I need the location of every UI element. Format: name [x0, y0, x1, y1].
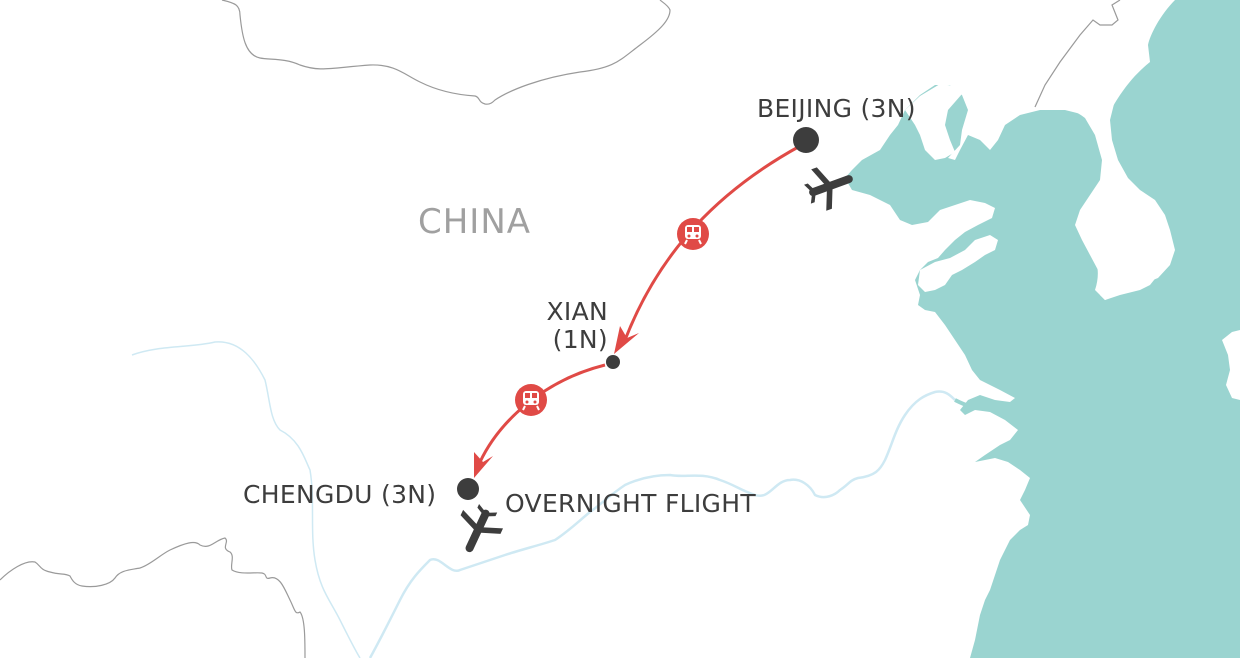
country-borders [0, 0, 1121, 658]
korea-land [905, 30, 1240, 400]
route-xian-chengdu [474, 363, 606, 478]
route-beijing-xian [614, 144, 801, 354]
stop-label-xian-nights: (1N) [552, 325, 608, 354]
beijing-marker[interactable] [793, 127, 819, 153]
train-icon [677, 218, 709, 250]
train-icon [515, 384, 547, 416]
airplane-icon [804, 167, 853, 211]
stop-label-xian-name: XIAN [546, 297, 608, 326]
shandong-land [918, 235, 998, 292]
country-label-china: CHINA [418, 202, 532, 242]
airplane-icon [460, 504, 504, 553]
stop-label-xian[interactable]: XIAN (1N) [536, 298, 608, 354]
sea-area [845, 0, 1240, 658]
rivers [131, 341, 986, 658]
xian-marker[interactable] [606, 355, 620, 369]
stop-label-chengdu[interactable]: CHENGDU (3N) [243, 480, 437, 509]
stop-label-beijing[interactable]: BEIJING (3N) [757, 94, 916, 123]
flight-label-overnight: OVERNIGHT FLIGHT [505, 489, 756, 518]
chengdu-marker[interactable] [457, 478, 479, 500]
